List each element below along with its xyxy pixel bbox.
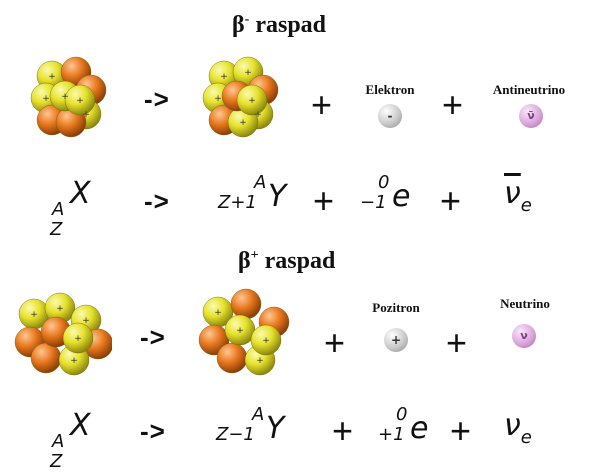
svg-text:+: + [82,110,90,120]
plus-sign: + [446,322,468,363]
beta-minus-charge: - [244,12,250,27]
beta-symbol: β [238,248,251,274]
reaction-arrow: -> [140,322,166,352]
beta-symbol: β [232,12,245,38]
svg-text:+: + [239,118,247,128]
svg-text:+: + [56,304,64,314]
svg-text:+: + [74,334,82,344]
plus-sign: + [332,410,354,451]
plus-sign: + [324,322,346,363]
daughter-nucleus-icon: + + + + [198,288,290,376]
svg-text:+: + [70,356,78,366]
svg-text:+: + [262,336,270,346]
antineutrino-icon: ν̄ [519,104,543,128]
antineutrino-symbol: νe [504,176,532,216]
beta-plus-charge: + [250,248,259,263]
plus-sign: + [450,410,472,451]
electron-symbol: 0 −1 e [360,172,411,214]
svg-text:+: + [30,310,38,320]
electron-label: Elektron [365,82,415,97]
reaction-arrow: -> [144,84,170,114]
plus-sign: + [311,84,333,125]
daughter-nuclide: A Z−1 Y [216,404,285,446]
title-raspad: raspad [249,12,327,38]
svg-text:+: + [214,94,222,104]
svg-text:+: + [214,308,222,318]
electron-icon: - [378,104,402,128]
svg-text:+: + [61,92,69,102]
svg-text:+: + [42,94,50,104]
svg-text:+: + [256,356,264,366]
antineutrino-label: Antineutrino [492,82,566,97]
parent-nuclide: A Z X [50,176,91,240]
title-raspad: raspad [258,248,336,274]
svg-text:+: + [244,68,252,78]
neutrino-label: Neutrino [500,296,550,311]
plus-sign: + [313,180,335,221]
parent-nucleus-icon: +++ ++ [14,292,112,376]
svg-text:+: + [248,96,256,106]
plus-sign: + [442,84,464,125]
svg-text:+: + [76,96,84,106]
svg-text:+: + [220,72,228,82]
neutrino-icon: ν [512,324,536,348]
daughter-nuclide: A Z+1 Y [218,172,287,214]
svg-text:+: + [236,326,244,336]
neutrino-symbol: νe [504,408,532,448]
equation-arrow: -> [140,416,166,446]
positron-icon: + [384,328,408,352]
beta-minus-title: β- raspad [232,12,326,39]
positron-symbol: 0 +1 e [378,404,429,446]
parent-nuclide: A Z X [50,408,91,472]
svg-text:+: + [82,316,90,326]
svg-text:+: + [254,110,262,120]
daughter-nucleus-icon: + + + + + + [202,56,279,138]
plus-sign: + [440,180,462,221]
beta-plus-title: β+ raspad [238,248,335,275]
svg-text:+: + [48,72,56,82]
parent-nucleus-icon: + + + + + [30,56,107,138]
positron-label: Pozitron [372,300,420,315]
equation-arrow: -> [144,186,170,216]
